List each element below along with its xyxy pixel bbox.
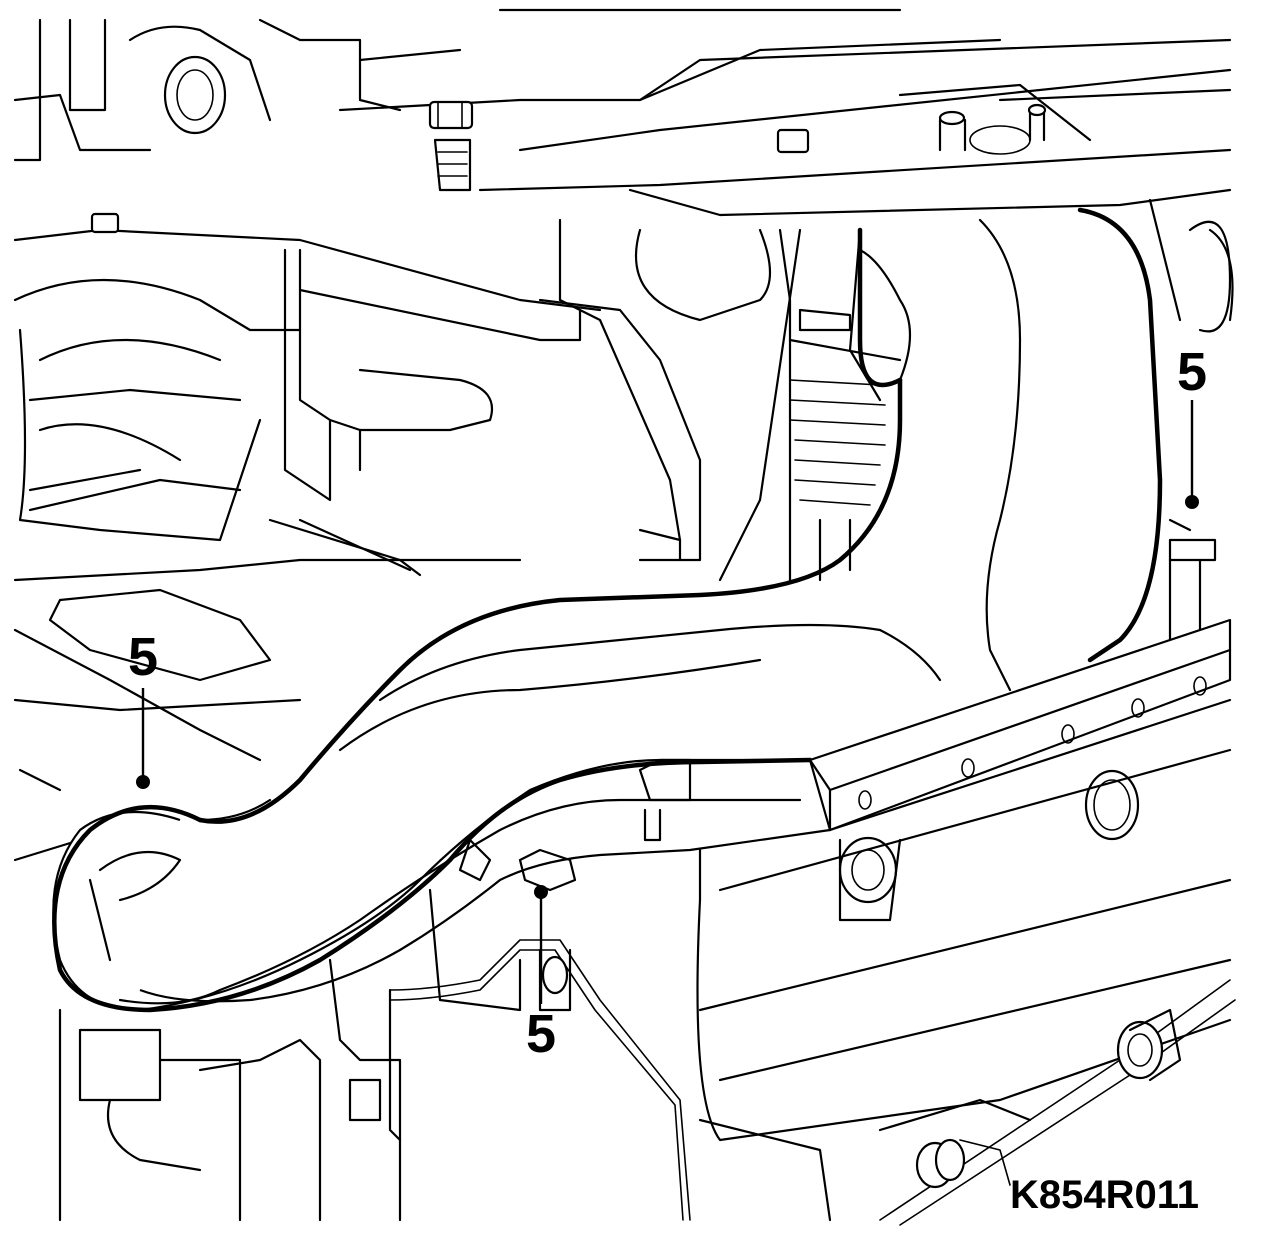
leader-center-dot: [534, 885, 548, 899]
left-body-panel: [13, 212, 702, 862]
upper-body-structure: [13, 8, 1232, 217]
right-body-panel: [1148, 198, 1234, 642]
callout-leaders: [136, 400, 1199, 1004]
callout-label-left: 5: [128, 627, 158, 687]
figure-code: K854R011: [1010, 1173, 1199, 1217]
spring-strut: [558, 218, 902, 582]
leader-left-dot: [136, 775, 150, 789]
control-arm: [52, 207, 1163, 1013]
callout-labels: 5 5 5: [128, 342, 1207, 1064]
lower-assembly: [58, 758, 1236, 1226]
leader-right-dot: [1185, 495, 1199, 509]
callout-label-right: 5: [1177, 342, 1207, 402]
callout-label-center: 5: [526, 1004, 556, 1064]
subframe-crossmember: [696, 618, 1232, 1142]
